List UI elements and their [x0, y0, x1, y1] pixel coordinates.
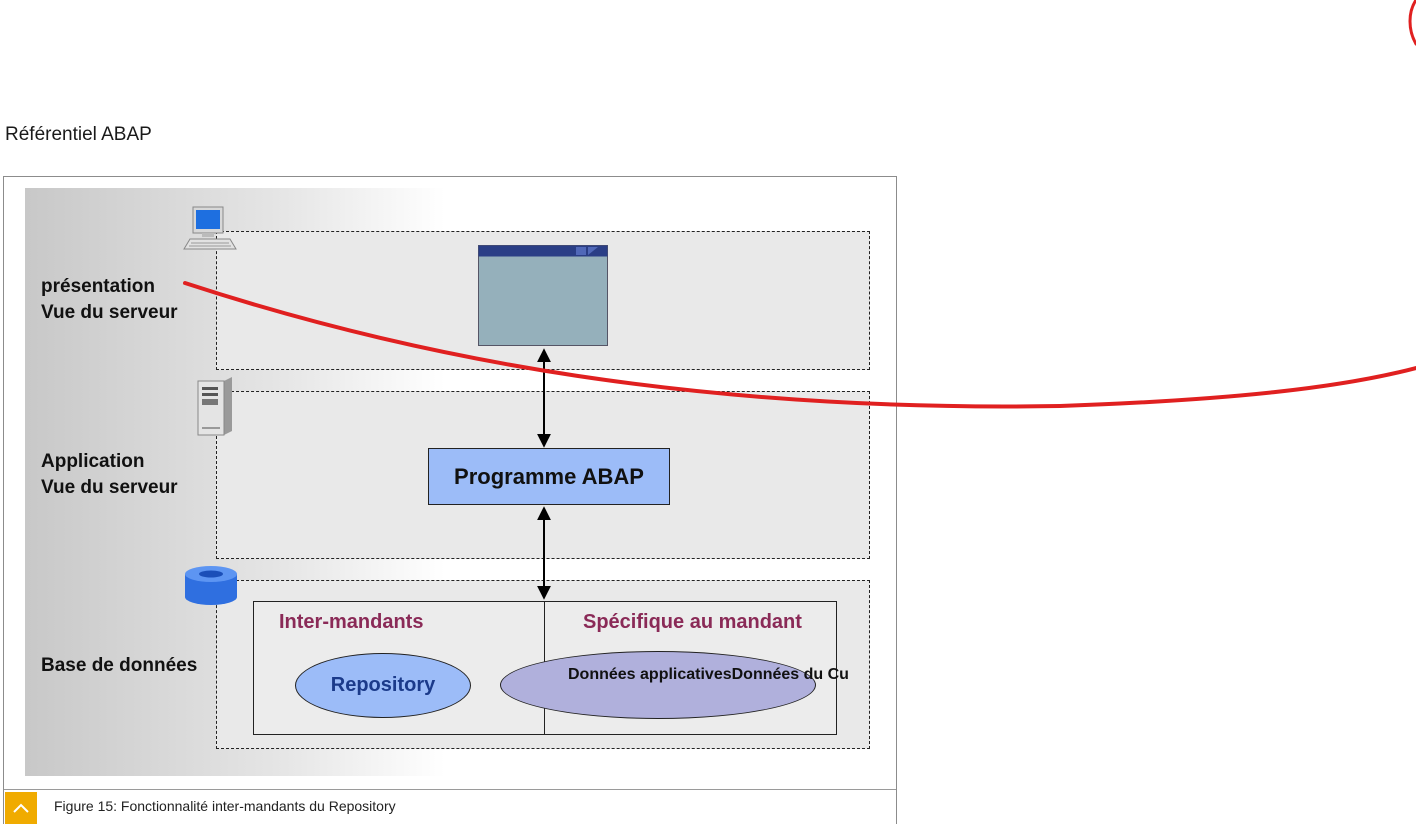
presentation-layer-label-line1: présentation: [41, 276, 156, 297]
presentation-layer-label-line2: Vue du serveur: [41, 302, 178, 323]
client-data-label: Données applicativesDonnées du Cu: [568, 666, 849, 683]
section-title: Référentiel ABAP: [5, 124, 152, 145]
client-specific-heading: Spécifique au mandant: [583, 611, 802, 633]
repository-ellipse: Repository: [295, 653, 471, 718]
connector-arrows: [537, 348, 551, 600]
abap-program-box: Programme ABAP: [428, 448, 670, 505]
database-layer-label: Base de données: [41, 655, 198, 676]
collapse-button[interactable]: [5, 792, 37, 824]
database-cylinder-icon: [184, 565, 238, 607]
cross-client-heading: Inter-mandants: [279, 611, 424, 633]
application-layer-label-line1: Application: [41, 451, 145, 472]
figure: présentation Vue du serveur Application …: [3, 176, 897, 824]
chevron-up-icon: [13, 803, 29, 813]
presentation-layer-label: présentation Vue du serveur: [41, 274, 178, 326]
figure-caption: Figure 15: Fonctionnalité inter-mandants…: [54, 798, 396, 814]
application-layer-label: Application Vue du serveur: [41, 449, 178, 501]
client-data-ellipse: [500, 651, 816, 719]
application-layer-label-line2: Vue du serveur: [41, 477, 178, 498]
figure-caption-bar: Figure 15: Fonctionnalité inter-mandants…: [4, 789, 896, 824]
desktop-computer-icon: [182, 205, 238, 251]
